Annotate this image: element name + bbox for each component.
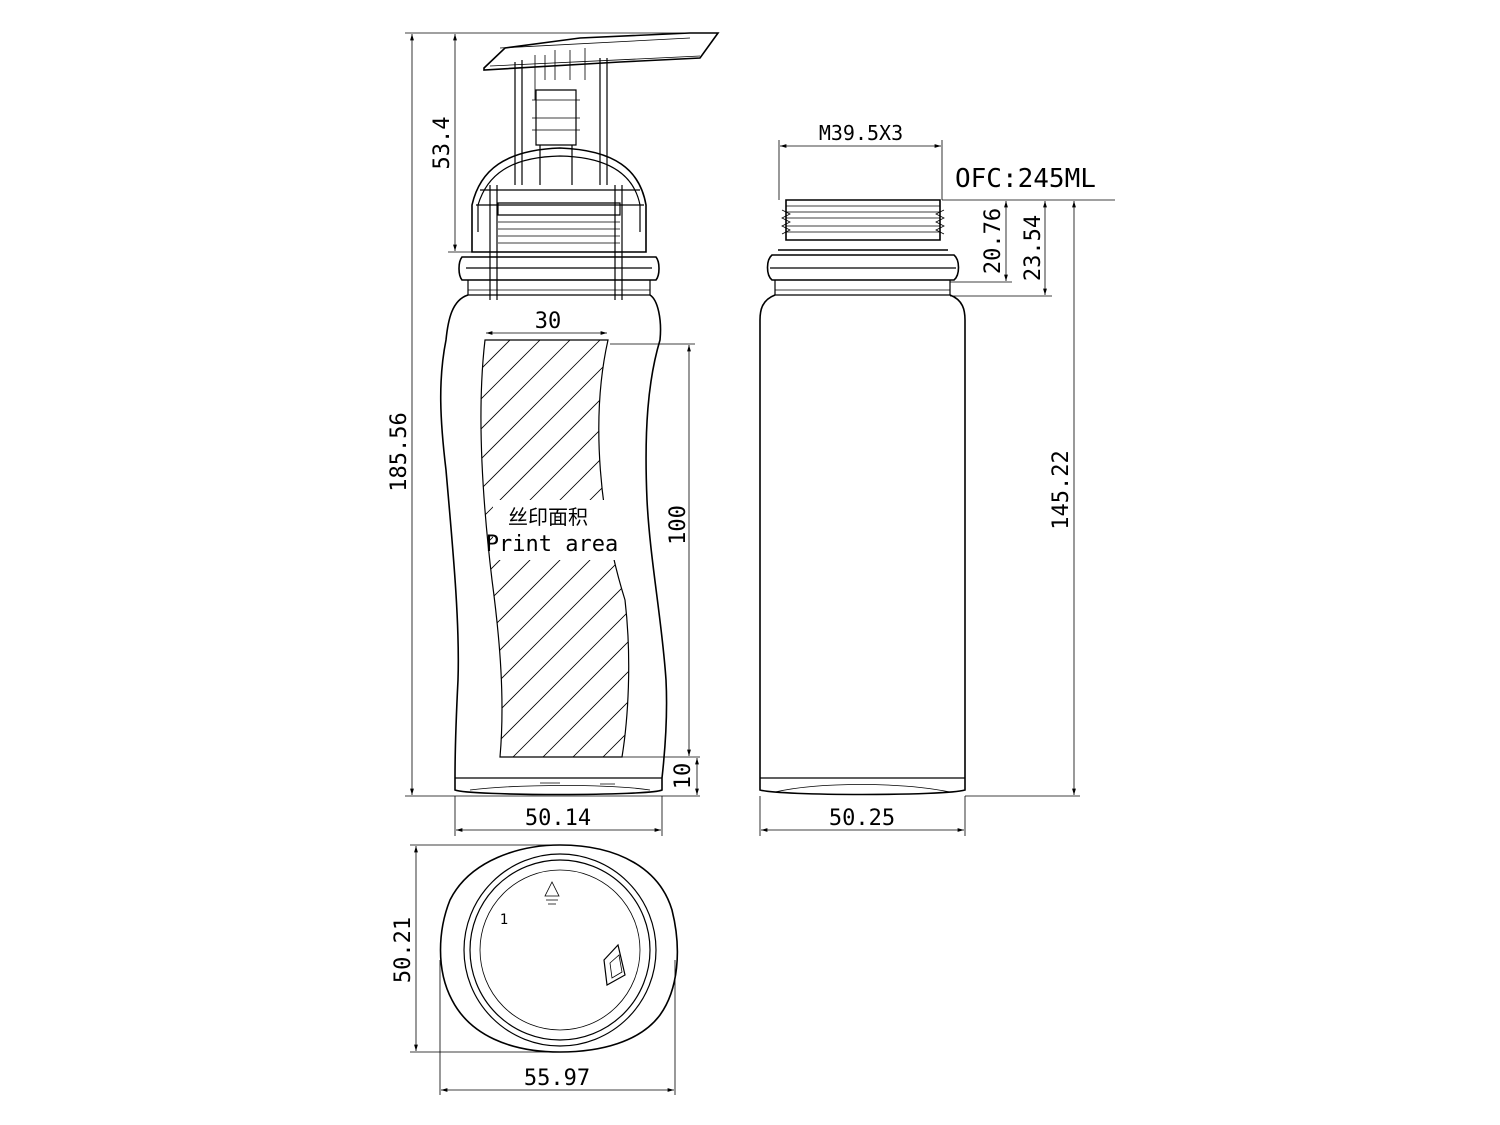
dim-neck-total: 23.54 xyxy=(950,201,1052,297)
dim-thread-label: M39.5X3 xyxy=(819,121,903,145)
dim-body-height: 145.22 xyxy=(965,201,1080,797)
dim-total-height-label: 185.56 xyxy=(387,412,412,491)
dim-print-width: 30 xyxy=(486,309,607,335)
print-area: 丝印面积 Print area xyxy=(480,339,630,758)
dim-bottom-offset: 10 xyxy=(671,758,699,795)
side-view: M39.5X3 OFC:245ML 20.76 23.54 145.22 xyxy=(759,121,1115,836)
capacity-label: OFC:245ML xyxy=(955,164,1096,194)
dim-side-width: 50.25 xyxy=(759,796,966,836)
recycle-symbol-icon xyxy=(544,881,560,905)
dim-bottom-depth: 50.21 xyxy=(391,844,560,1053)
gate-mark-icon xyxy=(603,943,626,986)
bottle-body-front xyxy=(439,294,668,796)
print-area-label-en: Print area xyxy=(486,532,618,557)
front-view: 丝印面积 Print area 185.56 53.4 30 100 xyxy=(387,32,720,836)
pump-collar xyxy=(458,147,660,300)
dim-body-height-label: 145.22 xyxy=(1049,450,1074,529)
dim-print-width-label: 30 xyxy=(535,309,562,334)
dim-total-height: 185.56 xyxy=(387,32,700,797)
dim-pump-height-label: 53.4 xyxy=(430,117,455,170)
mark-number: 1 xyxy=(500,912,508,928)
pump-actuator xyxy=(483,32,720,185)
dim-front-width-label: 50.14 xyxy=(525,806,591,831)
dim-bottom-depth-label: 50.21 xyxy=(391,917,416,983)
dim-bottom-offset-label: 10 xyxy=(671,763,696,790)
bottle-body-side xyxy=(759,294,966,796)
print-area-label-cn: 丝印面积 xyxy=(508,505,588,529)
bottom-view: 1 50.21 55.97 xyxy=(391,844,679,1095)
dim-pump-height: 53.4 xyxy=(430,34,472,253)
bottle-neck-thread xyxy=(766,199,960,296)
dim-side-width-label: 50.25 xyxy=(829,806,895,831)
capacity-callout: OFC:245ML xyxy=(942,164,1115,201)
dim-thread: M39.5X3 xyxy=(778,121,943,200)
dim-neck-height: 20.76 xyxy=(950,201,1012,283)
dim-neck-height-label: 20.76 xyxy=(981,208,1006,274)
dim-neck-total-label: 23.54 xyxy=(1021,215,1046,281)
dim-front-width: 50.14 xyxy=(454,796,663,836)
dim-print-height: 100 xyxy=(610,343,700,758)
dim-bottom-width: 55.97 xyxy=(439,960,676,1095)
dim-print-height-label: 100 xyxy=(666,505,691,545)
dim-bottom-width-label: 55.97 xyxy=(524,1066,590,1091)
